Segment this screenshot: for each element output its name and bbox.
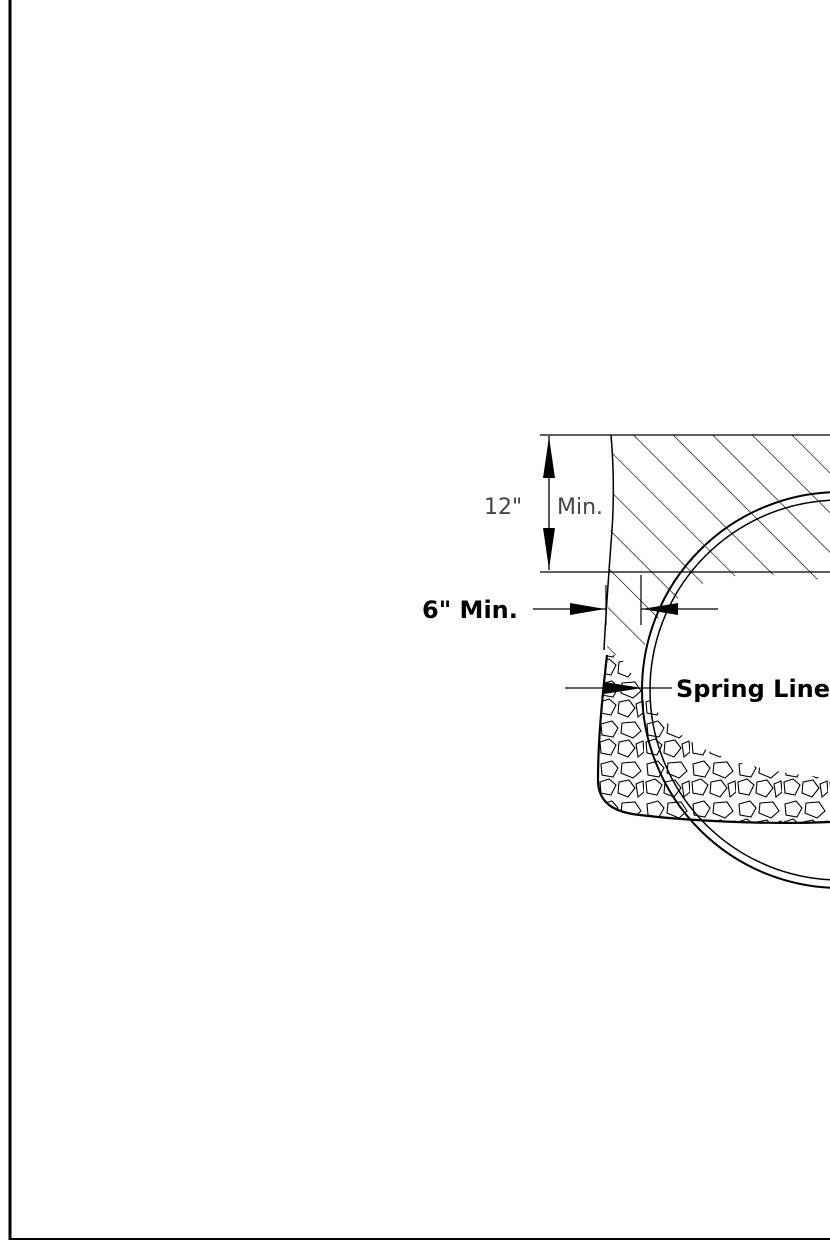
spring-line-label: Spring Line [676, 675, 830, 703]
side-clearance-label: 6" Min. [422, 596, 518, 624]
pipe-inner-wall [649, 499, 830, 881]
gravel-bedding [598, 655, 830, 823]
cover-dimension-suffix: Min. [557, 495, 603, 520]
cover-dimension-value: 12" [484, 495, 522, 520]
pipe-outer-wall [641, 491, 830, 889]
cover-dimension-arrow-up [543, 437, 555, 478]
spring-line-arrow [604, 682, 642, 694]
backfill-hatch [607, 435, 830, 655]
side-clearance-arrow-right [642, 603, 678, 615]
cover-dimension-arrow-down [543, 528, 555, 569]
side-clearance-arrow-left [570, 603, 605, 615]
gravel-bedding-outline [596, 654, 830, 825]
